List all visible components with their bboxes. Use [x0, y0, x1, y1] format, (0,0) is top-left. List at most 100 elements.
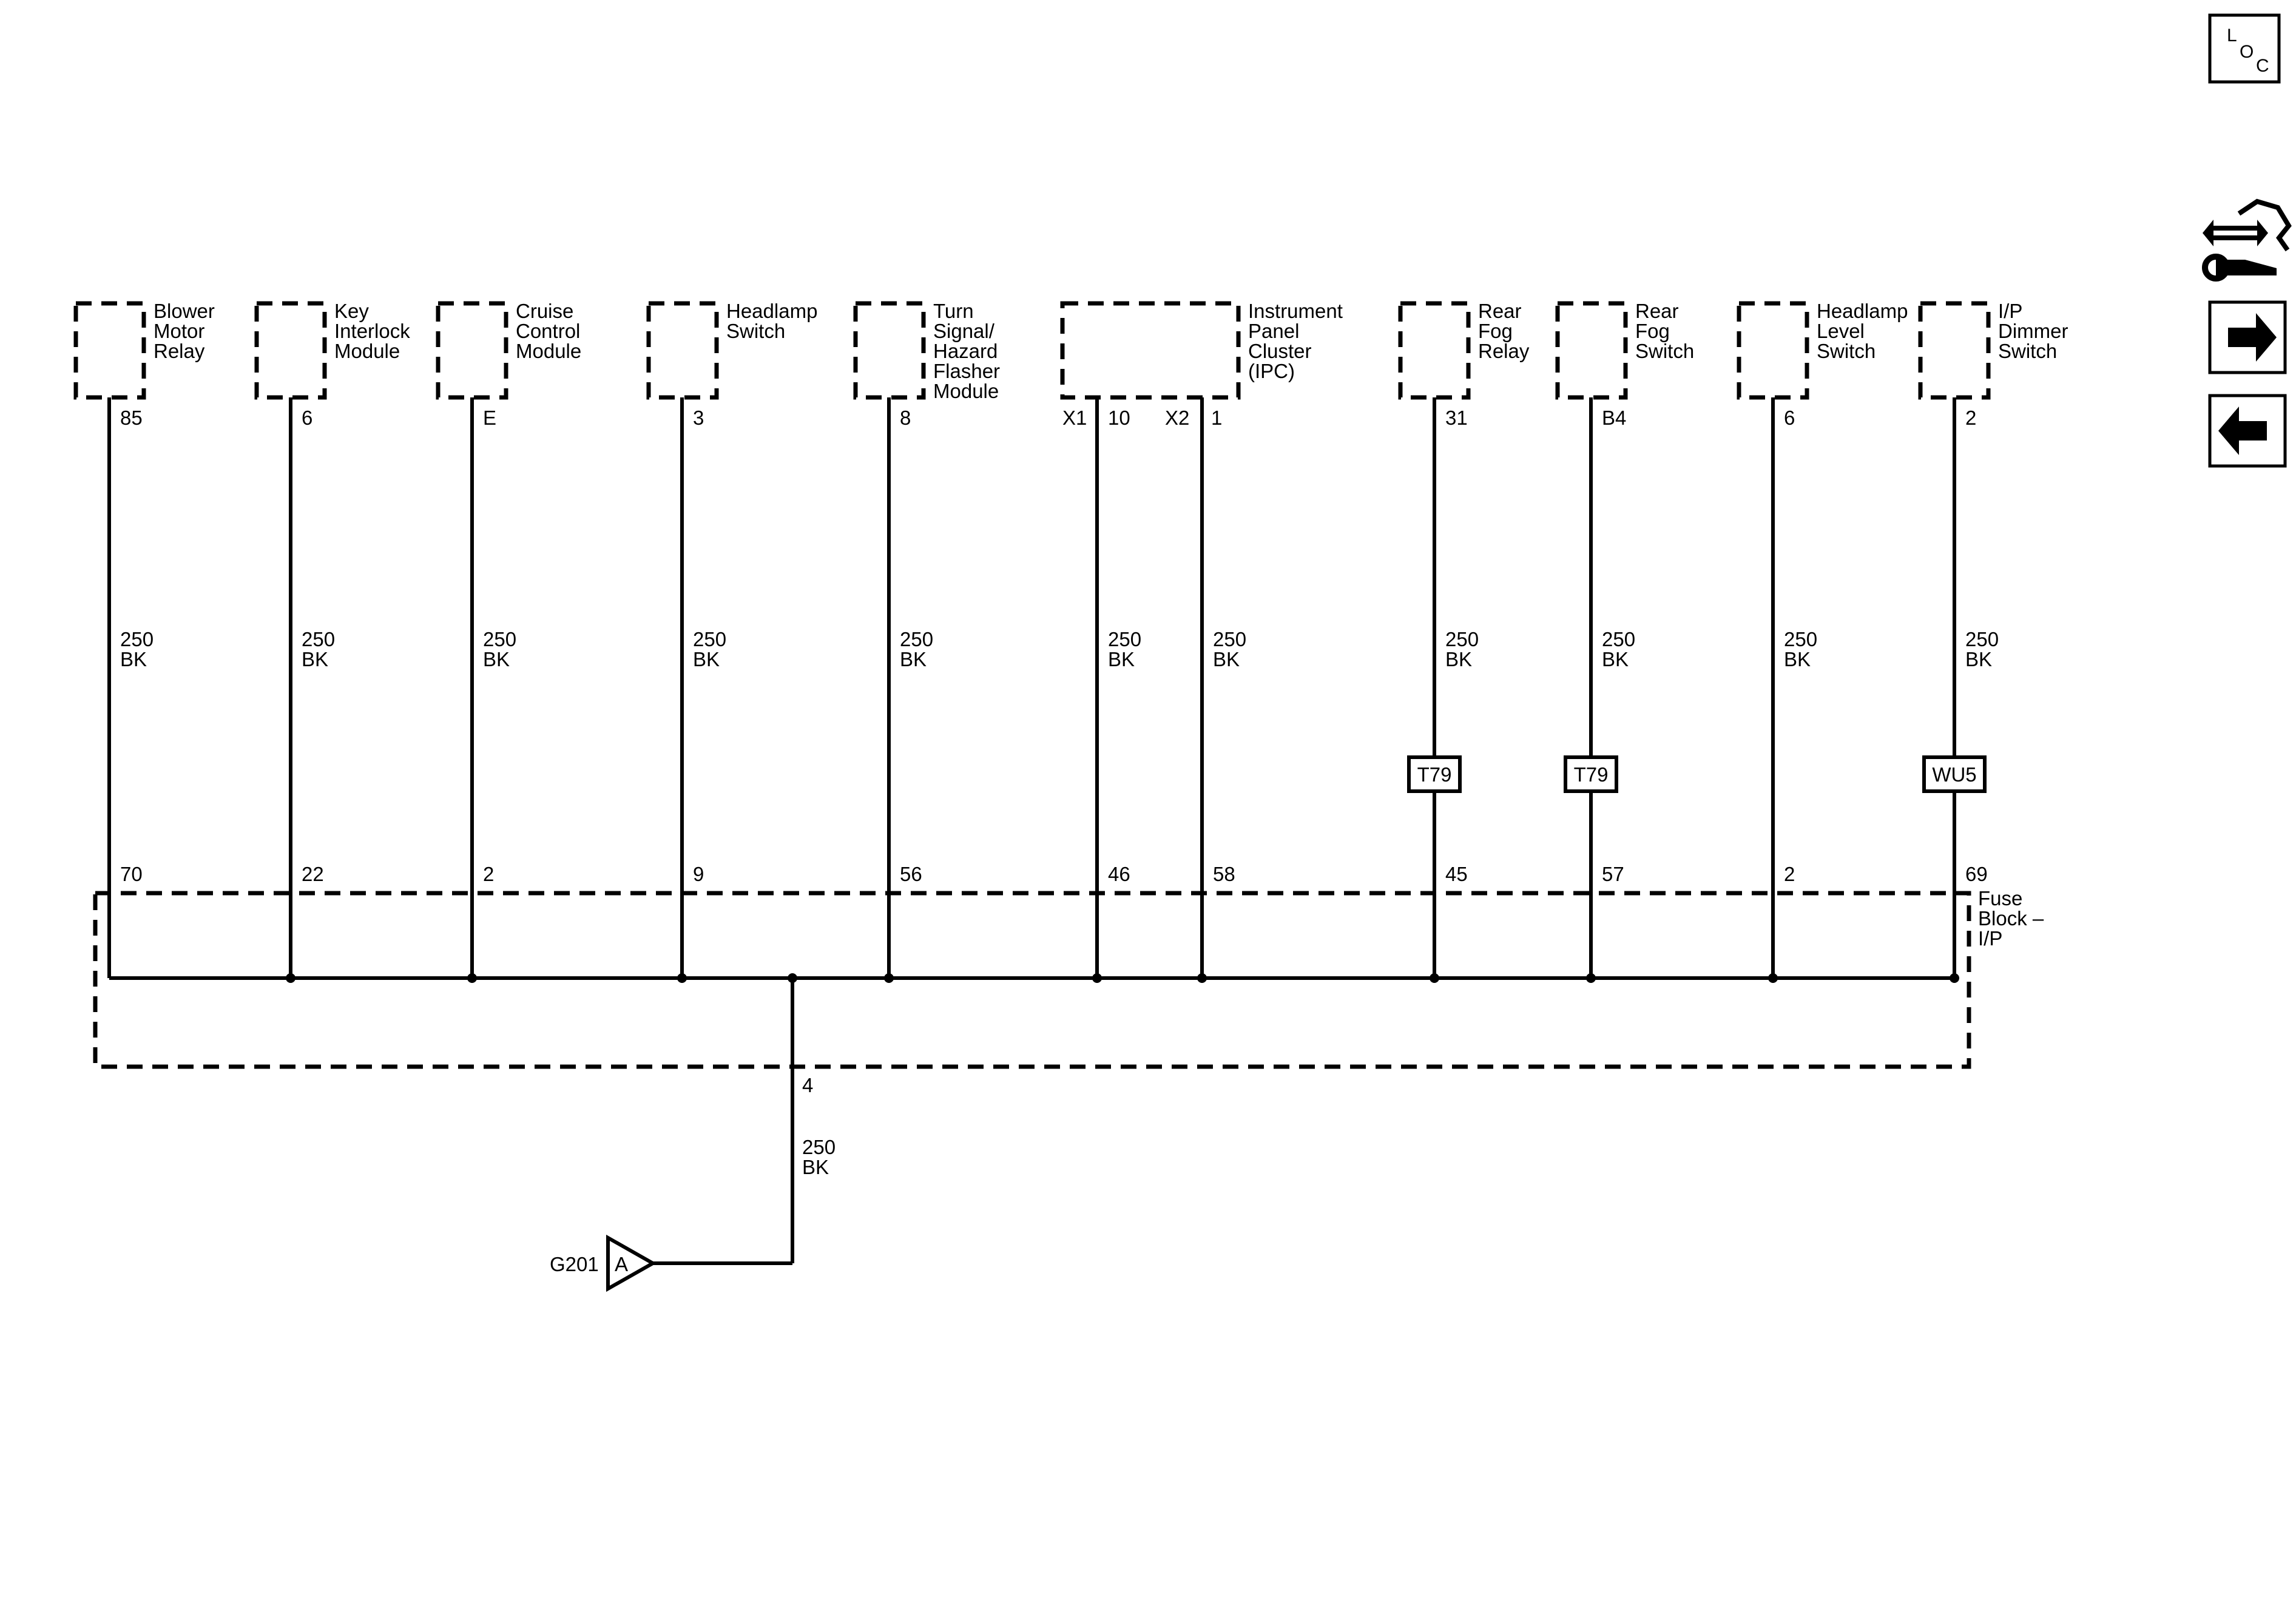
loc-letter-l: L	[2227, 25, 2237, 46]
component-name-line: Module	[933, 380, 999, 402]
fuse-block-pin: 45	[1445, 863, 1468, 885]
fuse-block-pin: 70	[120, 863, 143, 885]
component-name-line: Module	[516, 340, 581, 362]
wire-size: 250	[693, 628, 726, 650]
ground-terminal-letter: A	[615, 1253, 628, 1275]
component-outline	[1555, 301, 1628, 400]
wire-color: BK	[900, 648, 927, 670]
component-pin: 10	[1108, 407, 1130, 429]
component-name-line: Relay	[154, 340, 205, 362]
fuse-block-output-pin: 4	[802, 1074, 813, 1096]
components-layer: BlowerMotorRelay85250BK70KeyInterlockMod…	[73, 300, 2068, 983]
option-tag	[1407, 755, 1462, 793]
loc-letter-o: O	[2240, 42, 2254, 62]
component-outline	[436, 301, 508, 400]
component-outline	[1737, 301, 1809, 400]
fuse-block-pin: 2	[483, 863, 494, 885]
component-name-line: Signal/	[933, 320, 995, 342]
component-outline	[254, 301, 327, 400]
wire-color: BK	[1784, 648, 1811, 670]
arrow-right-icon	[2228, 313, 2277, 362]
component-pin: 6	[1784, 407, 1795, 429]
component-pin: 6	[302, 407, 312, 429]
component-pin: E	[483, 407, 496, 429]
component-name-line: (IPC)	[1248, 360, 1295, 382]
component-outline	[646, 301, 719, 400]
component-outline	[1060, 301, 1241, 400]
ground-wire-size: 250	[802, 1136, 836, 1158]
component-pin: 1	[1211, 407, 1222, 429]
connector-tool-icon[interactable]	[2202, 198, 2292, 282]
component-name-line: Dimmer	[1998, 320, 2068, 342]
fuse-block-label-3: I/P	[1978, 927, 2002, 950]
fuse-block-pin: 57	[1602, 863, 1624, 885]
arrow-left-icon	[2218, 407, 2267, 455]
loc-letter-c: C	[2256, 56, 2269, 76]
wire-size: 250	[1602, 628, 1635, 650]
component-name-line: Rear	[1635, 300, 1679, 322]
option-tag	[1564, 755, 1618, 793]
wire-size: 250	[1784, 628, 1817, 650]
component-name-line: Headlamp	[1817, 300, 1908, 322]
loc-button[interactable]: L O C	[2208, 13, 2281, 84]
component-name-line: Headlamp	[726, 300, 817, 322]
component-pin: 8	[900, 407, 911, 429]
fuse-block-pin: 9	[693, 863, 704, 885]
fuse-block-label-1: Fuse	[1978, 887, 2022, 910]
wire-size: 250	[302, 628, 335, 650]
component-pin: 2	[1965, 407, 1976, 429]
option-code: WU5	[1932, 763, 1976, 786]
component-outline	[1398, 301, 1471, 400]
fuse-block-pin: 46	[1108, 863, 1130, 885]
fuse-block-outline	[93, 891, 1971, 1069]
wire-color: BK	[1213, 648, 1240, 670]
fuse-block: Fuse Block – I/P	[93, 887, 2044, 1069]
fuse-block-label-2: Block –	[1978, 907, 2044, 930]
fuse-block-pin: 2	[1784, 863, 1795, 885]
component-outline	[853, 301, 926, 400]
component-name-line: Switch	[1635, 340, 1694, 362]
component-name-line: Key	[334, 300, 369, 322]
previous-page-button[interactable]	[2208, 394, 2287, 468]
component-pin: 3	[693, 407, 704, 429]
next-page-button[interactable]	[2208, 300, 2287, 374]
wire-color: BK	[693, 648, 720, 670]
option-tag	[1922, 755, 1987, 793]
fuse-block-pin: 69	[1965, 863, 1988, 885]
wire-size: 250	[1213, 628, 1246, 650]
component-name-line: Instrument	[1248, 300, 1343, 322]
component-name-line: Interlock	[334, 320, 410, 342]
component-name-line: Hazard	[933, 340, 998, 362]
component-name-line: Switch	[726, 320, 785, 342]
wire-size: 250	[1108, 628, 1141, 650]
wire-color: BK	[1445, 648, 1472, 670]
wire-color: BK	[1108, 648, 1135, 670]
ground-terminal-symbol	[606, 1234, 657, 1292]
wire-size: 250	[900, 628, 933, 650]
wire-size: 250	[120, 628, 154, 650]
component-name-line: Turn	[933, 300, 974, 322]
component-name-line: Panel	[1248, 320, 1299, 342]
component-name-line: Relay	[1478, 340, 1530, 362]
component-name-line: Cluster	[1248, 340, 1312, 362]
component-name-line: Switch	[1817, 340, 1876, 362]
wire-size: 250	[1965, 628, 1999, 650]
wire-color: BK	[1602, 648, 1629, 670]
component-pin: 31	[1445, 407, 1468, 429]
wire-size: 250	[1445, 628, 1479, 650]
component-name-line: Module	[334, 340, 400, 362]
fuse-block-pin: 22	[302, 863, 324, 885]
wire-color: BK	[120, 648, 147, 670]
component-name-line: Fog	[1478, 320, 1513, 342]
fuse-block-pin: 58	[1213, 863, 1235, 885]
connector-label: X1	[1062, 407, 1087, 429]
wire-size: 250	[483, 628, 516, 650]
option-code: T79	[1417, 763, 1452, 786]
ground-path: 4 250 BK A G201	[550, 973, 836, 1292]
